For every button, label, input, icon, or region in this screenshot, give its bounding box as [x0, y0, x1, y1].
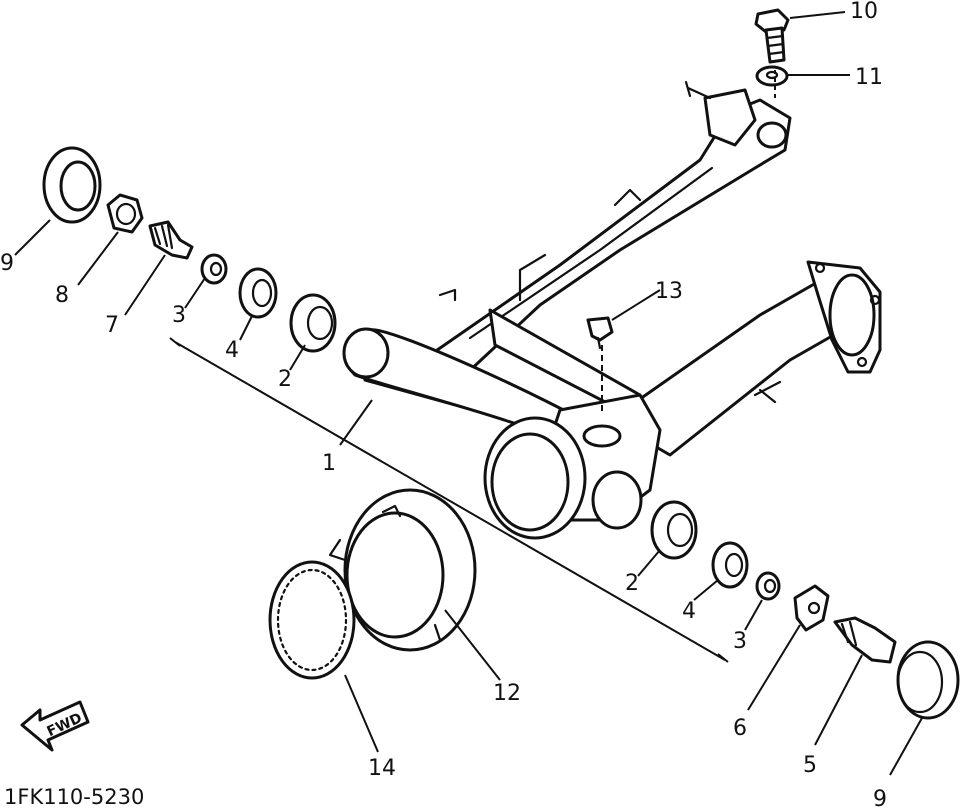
- nut-left: [106, 193, 144, 234]
- gasket-ring: [268, 560, 356, 680]
- pivot-bolt-left: [148, 220, 194, 260]
- lock-washer-plate: [793, 584, 830, 632]
- callout-8: 8: [55, 283, 69, 308]
- callout-7: 7: [105, 313, 119, 338]
- callout-4-left: 4: [225, 338, 239, 363]
- callout-2-right: 2: [625, 571, 639, 596]
- callout-labels: 10 11 9 8 7 3 4 2 1 13 2 4 3 6 5 9 12 14: [0, 0, 887, 808]
- callout-10: 10: [850, 0, 878, 24]
- callout-2-left: 2: [278, 367, 292, 392]
- swingarm: [342, 80, 882, 540]
- pivot-shaft-right: [833, 616, 897, 664]
- dust-boot: [328, 488, 477, 652]
- collar-left: [200, 253, 228, 285]
- top-bolt: [754, 8, 790, 64]
- callout-13: 13: [655, 279, 683, 304]
- bearing-left: [289, 293, 337, 353]
- callout-12: 12: [493, 681, 521, 706]
- oil-seal-bearing-right: [711, 541, 749, 589]
- callout-9-left: 9: [0, 251, 14, 276]
- fwd-arrow-icon: FWD: [20, 700, 90, 752]
- top-washer: [755, 65, 789, 87]
- leader-lines: [14, 11, 923, 776]
- callout-9-right: 9: [873, 787, 887, 808]
- grease-nipple: [586, 316, 614, 350]
- callout-3-right: 3: [733, 629, 747, 654]
- callout-11: 11: [855, 65, 883, 90]
- callout-3-left: 3: [172, 303, 186, 328]
- collar-right: [755, 571, 781, 601]
- callout-14: 14: [368, 756, 396, 781]
- oil-seal-left: [42, 146, 102, 224]
- callout-4-right: 4: [682, 599, 696, 624]
- document-code: 1FK110-5230: [4, 785, 144, 808]
- callout-6: 6: [733, 716, 747, 741]
- cap-right: [896, 640, 960, 720]
- callout-1: 1: [322, 451, 336, 476]
- oil-seal-bearing-left: [238, 267, 278, 319]
- callout-5: 5: [803, 753, 817, 778]
- assembly-lines: [169, 70, 776, 663]
- bearing-right: [650, 500, 698, 560]
